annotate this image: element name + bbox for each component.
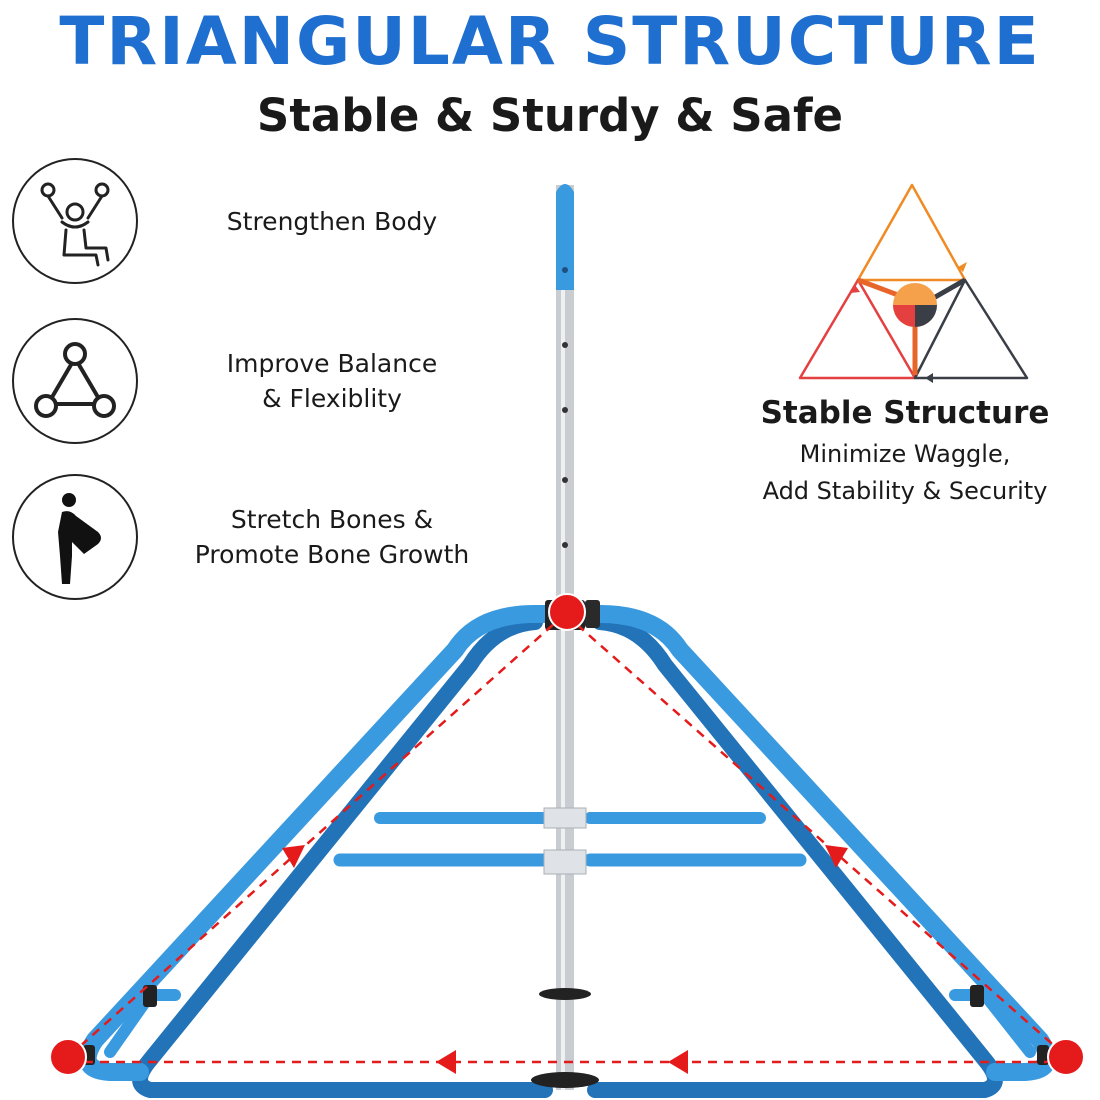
triangle-nodes-icon xyxy=(12,318,138,444)
page-title: TRIANGULAR STRUCTURE xyxy=(59,3,1041,80)
stable-structure-diagram-icon xyxy=(798,183,1029,383)
feature-improve-balance: Improve Balance & Flexiblity xyxy=(12,318,492,448)
feature-text-strengthen: Strengthen Body xyxy=(226,206,438,236)
feature-stretch-bones: Stretch Bones & Promote Bone Growth xyxy=(12,474,492,604)
feature-strengthen-body: Strengthen Body xyxy=(12,158,492,288)
page-subtitle: Stable & Sturdy & Safe xyxy=(256,89,844,142)
stable-structure-description: Minimize Waggle, Add Stability & Securit… xyxy=(762,440,1048,505)
stable-structure-title: Stable Structure xyxy=(760,395,1050,431)
feature-text-balance: Improve Balance & Flexiblity xyxy=(226,349,438,413)
ring-gymnast-icon xyxy=(12,158,138,284)
frame-crossbars xyxy=(83,812,1049,1065)
center-pole xyxy=(531,184,600,1090)
frame-back-legs xyxy=(132,614,1003,1098)
feature-text-stretch: Stretch Bones & Promote Bone Growth xyxy=(194,505,470,569)
joint-markers xyxy=(49,593,1085,1076)
stability-triangle-overlay xyxy=(67,613,1068,1064)
direction-arrows xyxy=(282,845,848,1074)
stretching-person-icon xyxy=(12,474,138,600)
